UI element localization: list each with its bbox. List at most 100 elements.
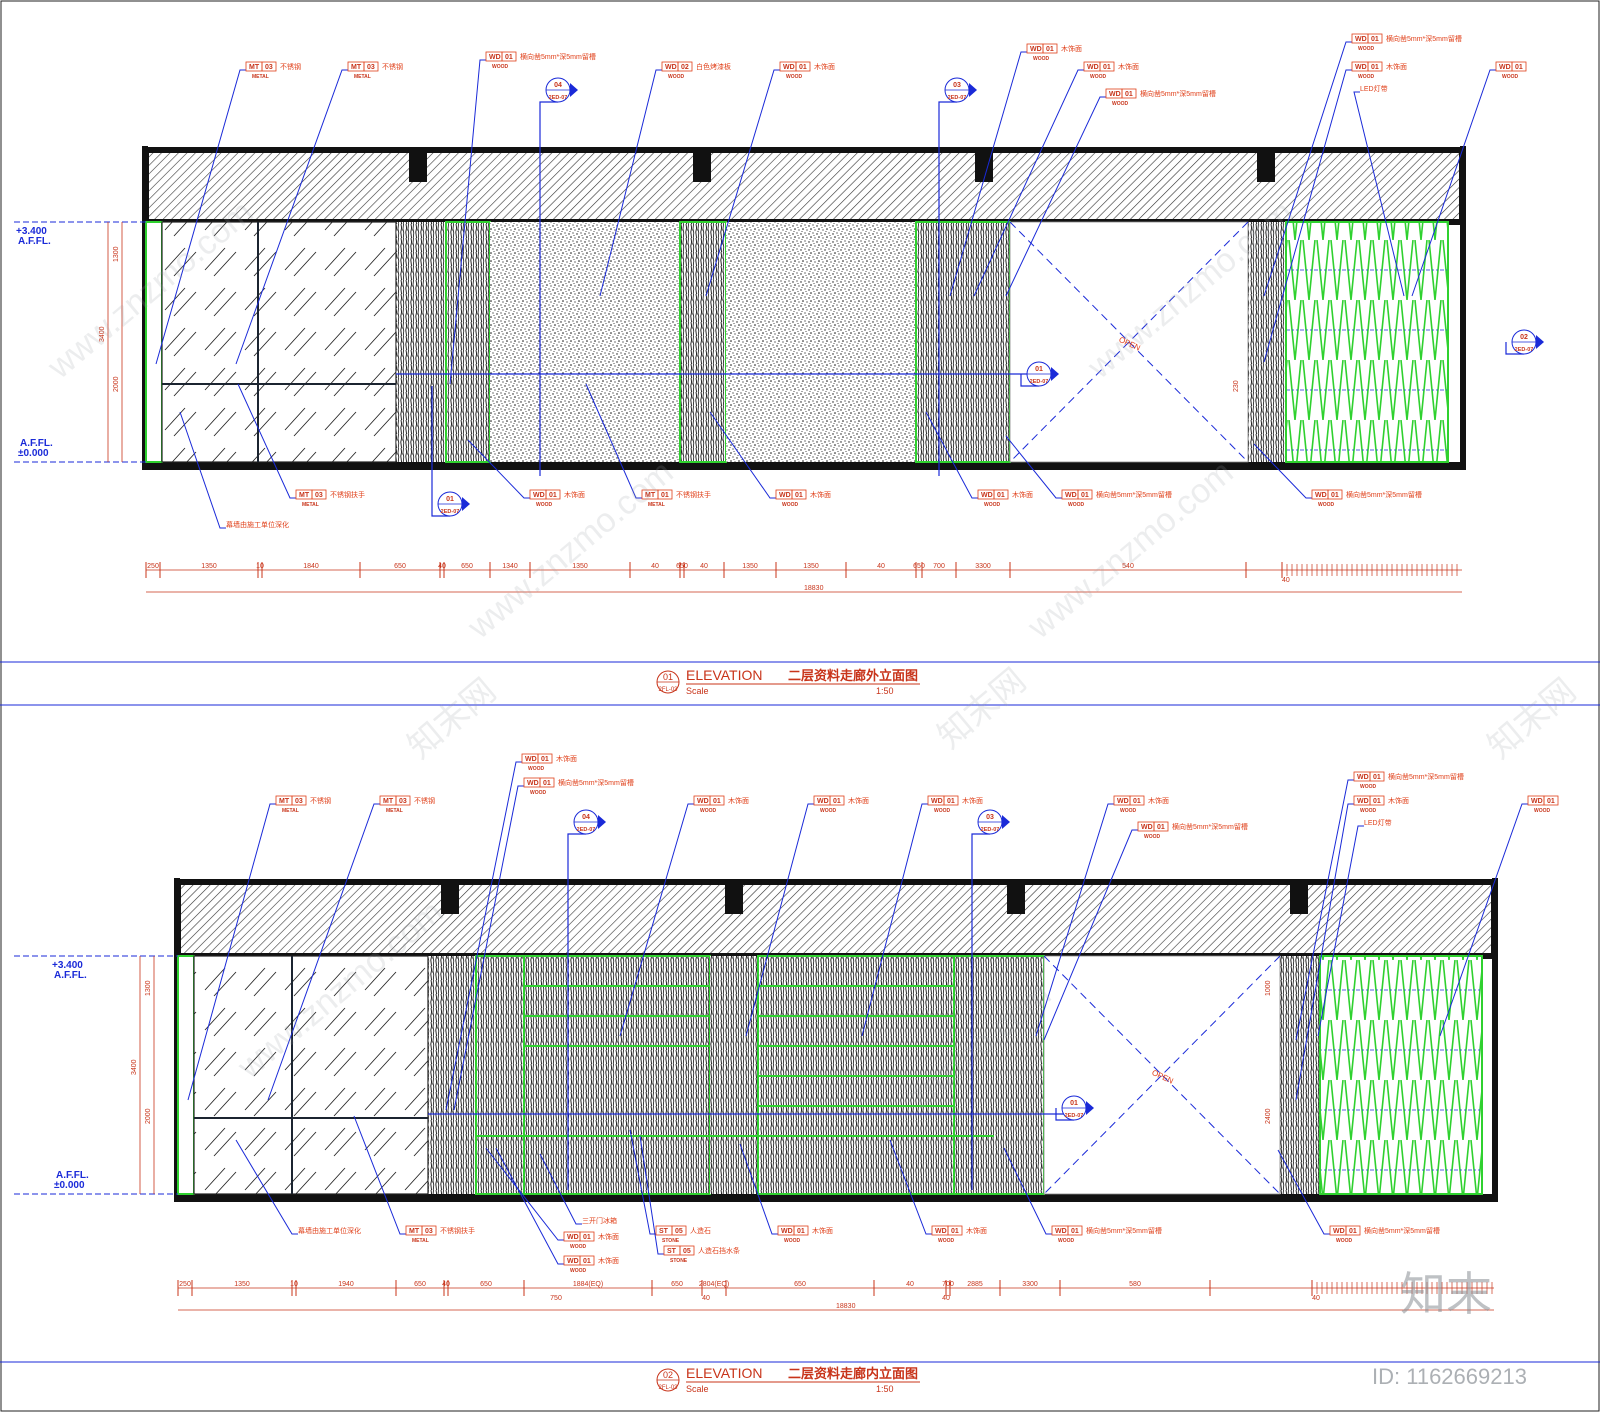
beam-notch [409, 150, 427, 182]
section-mark-leader [1020, 374, 1039, 387]
material-description: 木饰面 [598, 1256, 619, 1265]
material-number: 01 [661, 492, 669, 499]
material-description: 木饰面 [598, 1232, 619, 1241]
leader-line [445, 761, 522, 1111]
section-mark-leader [539, 101, 558, 476]
material-code: WD [1499, 64, 1511, 71]
material-tag-box [311, 489, 327, 500]
material-tag-box [1121, 88, 1137, 99]
section-mark-ref: 2ED-07 [1065, 1113, 1084, 1119]
title-sheet-ref: 2FL-03 [658, 687, 678, 693]
section-mark-leader [938, 101, 957, 476]
material-number: 01 [1349, 1228, 1357, 1235]
material-tag-box [545, 489, 561, 500]
material-tag-box [501, 51, 517, 62]
level-top-ref: A.F.FL. [54, 970, 87, 981]
level-bottom-ref: A.F.FL. [20, 438, 53, 449]
beam-notch [1257, 150, 1275, 182]
leader-line [235, 69, 348, 365]
leader-line [639, 1135, 664, 1255]
material-code: WD [931, 798, 943, 805]
floor-slab [142, 462, 1466, 470]
material-tag-box [1543, 795, 1559, 806]
level-top-value: +3.400 [16, 226, 47, 237]
dimension-value: 40 [651, 563, 659, 570]
material-code: WD [1109, 91, 1121, 98]
material-number: 01 [1515, 64, 1523, 71]
material-number: 01 [583, 1258, 591, 1265]
material-number: 01 [1125, 91, 1133, 98]
leader-line [237, 383, 296, 499]
material-category: WOOD [938, 1238, 954, 1244]
material-number: 01 [1373, 774, 1381, 781]
watermark-text: 知末网 [401, 671, 504, 766]
material-code: WD [781, 1228, 793, 1235]
title-block-02: 02 2FL-03 ELEVATION Scale 二层资料走廊内立面图 1:5… [656, 1365, 920, 1394]
material-description: 木饰面 [966, 1226, 987, 1235]
material-code: WD [1141, 824, 1153, 831]
material-category: WOOD [1360, 808, 1376, 814]
title-english: ELEVATION [686, 667, 763, 683]
material-number: 03 [367, 64, 375, 71]
material-category: METAL [386, 808, 403, 814]
leader-line [1353, 91, 1405, 297]
elevation-01: OPEN+3.400A.F.FL.A.F.FL.±0.0001300340020… [14, 33, 1544, 593]
material-code: WD [1355, 36, 1367, 43]
material-category: WOOD [528, 766, 544, 772]
material-category: WOOD [1068, 502, 1084, 508]
dimension-value: 10 [256, 563, 264, 570]
material-tag-box [363, 61, 379, 72]
material-code: WD [1055, 1228, 1067, 1235]
beam-notch [1290, 882, 1308, 914]
material-code: WD [1355, 64, 1367, 71]
beam-notch [975, 150, 993, 182]
section-mark-ref: 2ED-07 [1030, 379, 1049, 385]
scale-label: Scale [686, 686, 709, 696]
material-number: 01 [951, 1228, 959, 1235]
material-tag-box [829, 795, 845, 806]
dimension-value: 650 [414, 1281, 426, 1288]
material-category: WOOD [1358, 46, 1374, 52]
material-code: WD [1357, 798, 1369, 805]
section-mark-number: 04 [582, 814, 590, 821]
leader-line [267, 803, 380, 1101]
material-category: WOOD [1112, 101, 1128, 107]
material-number: 01 [1133, 798, 1141, 805]
material-description: 木饰面 [962, 796, 983, 805]
material-code: MT [351, 64, 362, 71]
leader-line [1005, 96, 1106, 297]
leader-line [629, 1129, 656, 1235]
title-chinese: 二层资料走廊内立面图 [788, 1366, 918, 1381]
material-description: 横向凿5mm*深5mm留槽 [558, 778, 634, 787]
beam-notch [725, 882, 743, 914]
wall-panel-bark [446, 222, 490, 462]
leader-line [187, 803, 276, 1101]
material-tag-box [947, 1225, 963, 1236]
leader-line [467, 439, 530, 499]
material-description: 木饰面 [1388, 796, 1409, 805]
material-code: WD [665, 64, 677, 71]
material-tag-box [943, 795, 959, 806]
material-category: WOOD [492, 64, 508, 70]
material-number: 03 [399, 798, 407, 805]
level-bottom-value: ±0.000 [18, 448, 49, 459]
wall-panel-bark [710, 956, 758, 1194]
dimension-sub-value: 40 [1282, 577, 1290, 584]
section-mark-leader [1505, 342, 1524, 355]
material-description: 人造石 [690, 1226, 711, 1235]
material-category: WOOD [784, 1238, 800, 1244]
watermark-text: 知末网 [1481, 671, 1584, 766]
material-category: WOOD [820, 808, 836, 814]
material-description: 木饰面 [848, 796, 869, 805]
section-mark-leader [971, 833, 990, 1190]
leader-line [1295, 779, 1354, 1041]
material-code: WD [779, 492, 791, 499]
leader-line [1277, 1149, 1330, 1235]
material-tag-box [1367, 61, 1383, 72]
vertical-dimension-value: 3400 [99, 326, 106, 342]
material-tag-box [1327, 489, 1343, 500]
material-tag-box [1153, 821, 1169, 832]
wall-panel-bark [524, 956, 710, 1194]
material-description: 不锈钢扶手 [676, 490, 711, 499]
leader-line [599, 69, 662, 297]
